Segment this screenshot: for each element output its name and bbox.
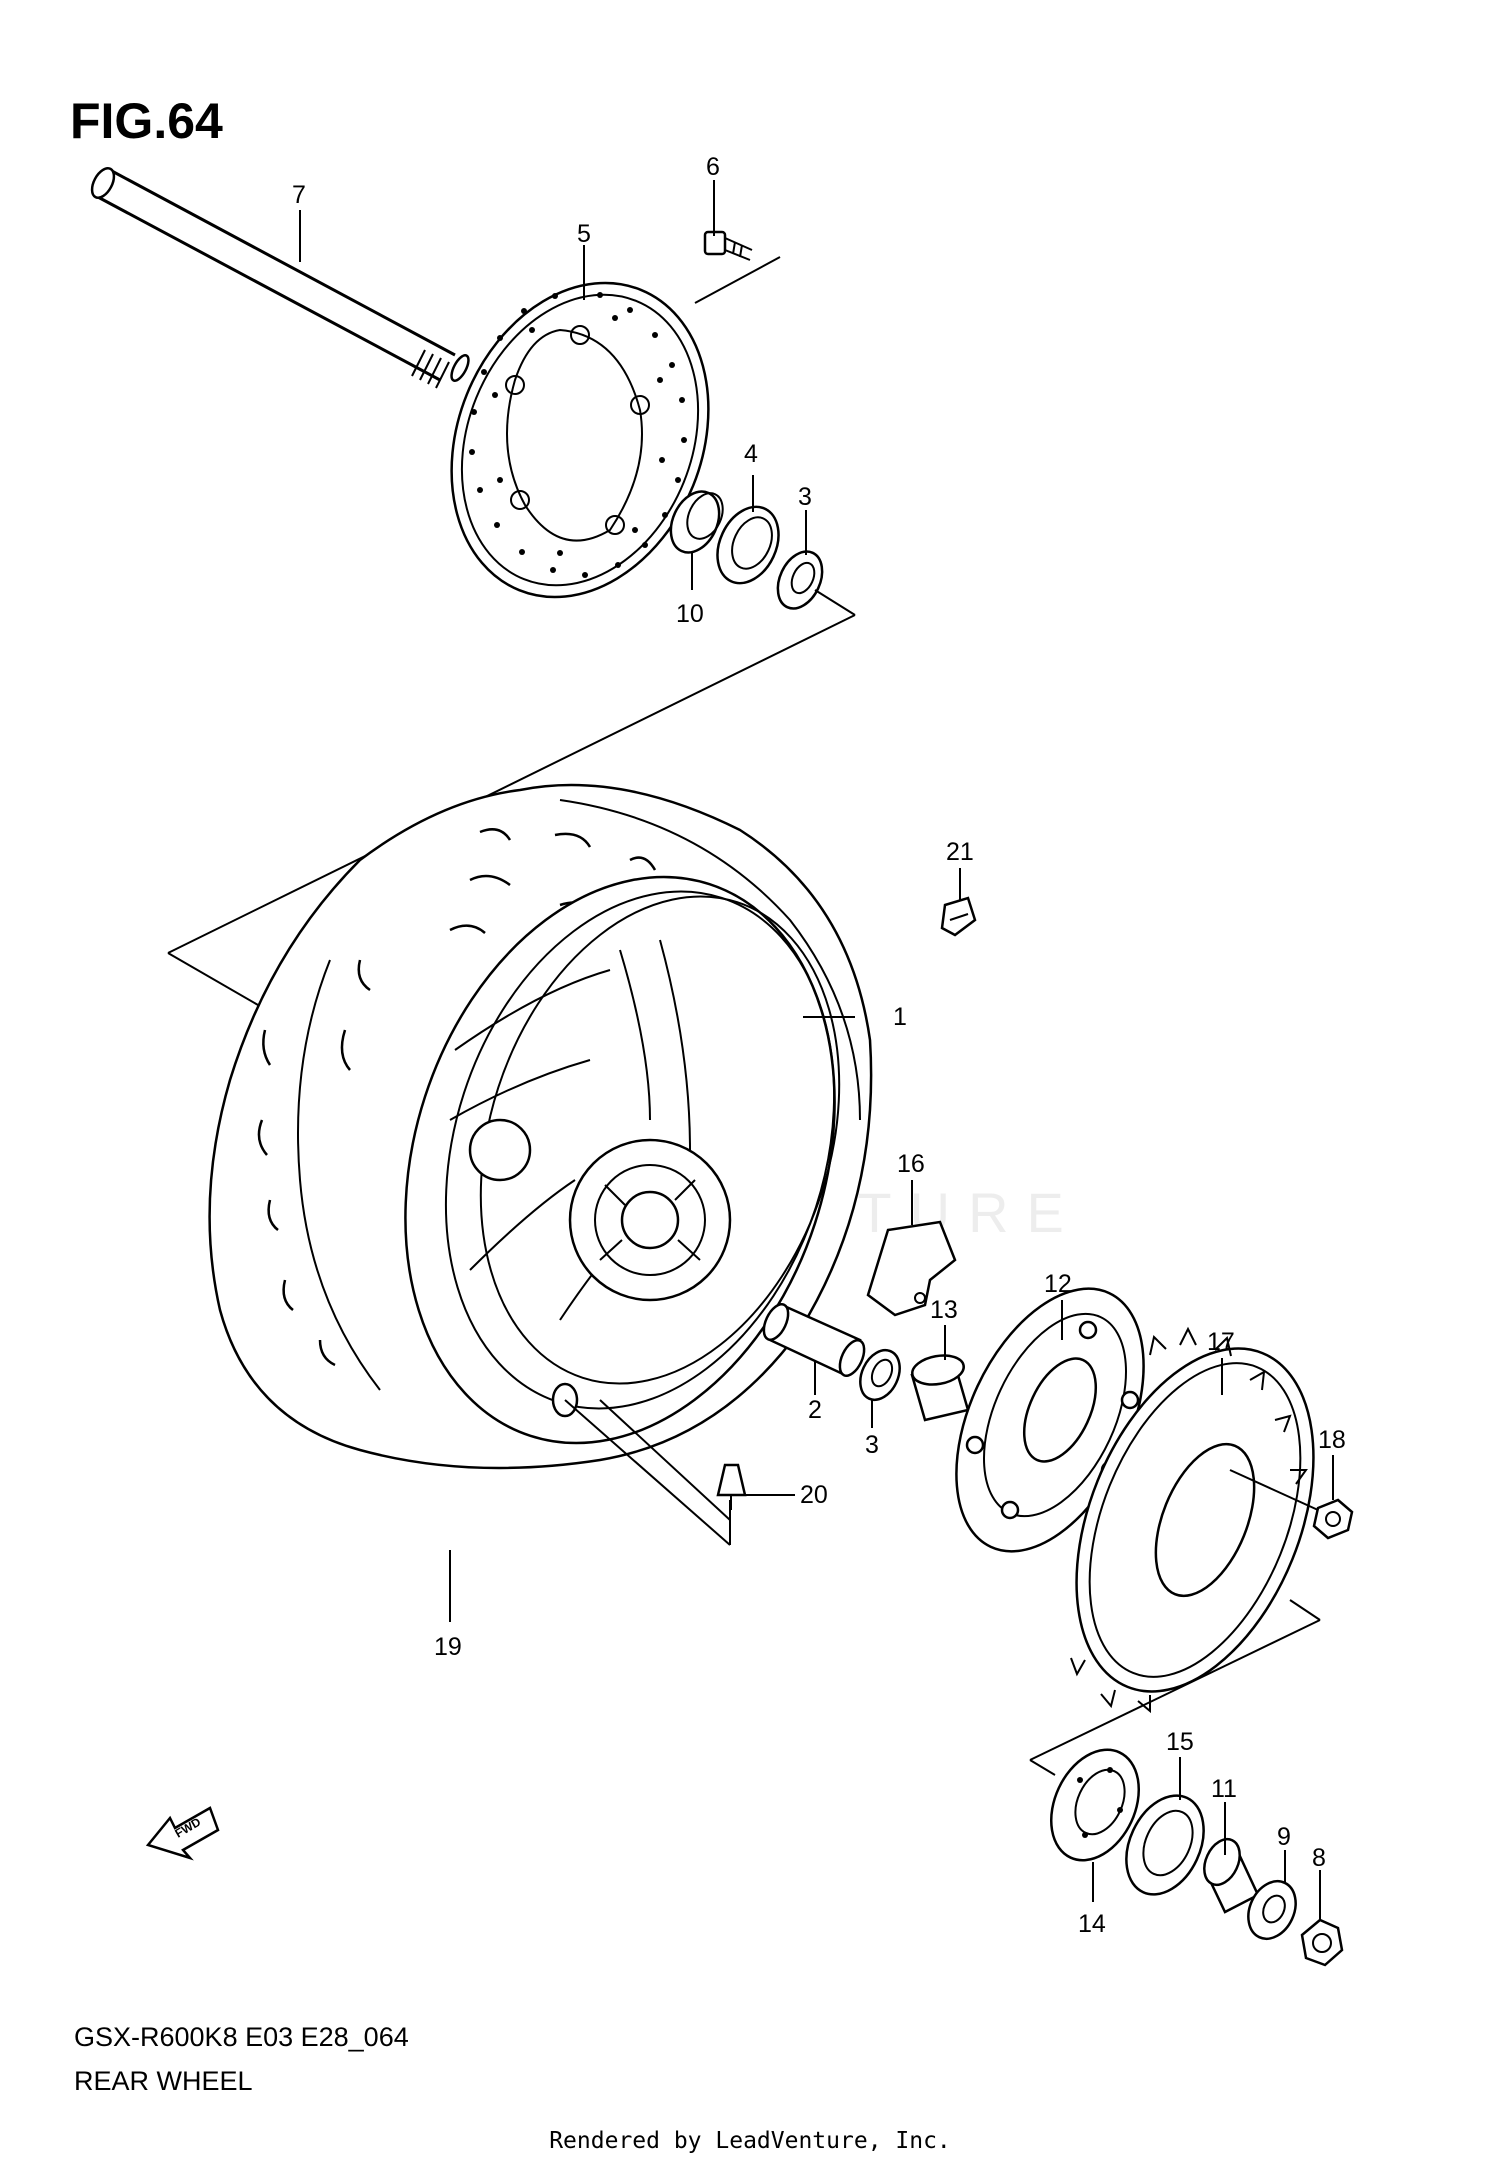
model-code: GSX-R600K8 E03 E28_064 — [74, 2022, 409, 2052]
callout-14: 14 — [1078, 1910, 1106, 1938]
callout-6: 6 — [706, 153, 720, 181]
callout-13: 13 — [930, 1296, 958, 1324]
nut-leader — [1229, 1469, 1319, 1511]
sprocket-mounting-drum — [955, 1287, 1145, 1553]
callout-1: 1 — [893, 1003, 907, 1031]
assembly-lines-upper — [167, 256, 856, 1006]
callout-16: 16 — [897, 1150, 925, 1178]
callout-17: 17 — [1207, 1328, 1235, 1356]
rear-axle — [90, 167, 470, 389]
axle-nut — [1300, 1918, 1344, 1967]
rear-sprocket — [1070, 1326, 1315, 1714]
callout-2: 2 — [808, 1396, 822, 1424]
chain-guide-bracket — [866, 1220, 957, 1317]
oil-seal — [716, 505, 780, 585]
callout-4: 4 — [744, 440, 758, 468]
callout-19: 19 — [434, 1633, 462, 1661]
cable-clip — [940, 896, 977, 937]
callout-3a: 3 — [798, 483, 812, 511]
callout-5: 5 — [577, 220, 591, 248]
callout-10: 10 — [676, 600, 704, 628]
hub-spacer — [762, 1303, 866, 1377]
sprocket-nut — [1312, 1498, 1354, 1540]
drum-spacer — [1203, 1837, 1260, 1914]
callout-8: 8 — [1312, 1844, 1326, 1872]
wheel-bearing-left — [776, 550, 824, 610]
callout-3b: 3 — [865, 1431, 879, 1459]
rear-wheel-rim — [404, 875, 841, 1445]
section-name: REAR WHEEL — [74, 2066, 253, 2096]
disc-bolt — [703, 230, 753, 261]
tire-valve — [716, 1463, 747, 1510]
callout-12: 12 — [1044, 1270, 1072, 1298]
valve-leader-2 — [599, 1399, 731, 1521]
sprocket-drum-collar — [910, 1354, 970, 1422]
callout-15: 15 — [1166, 1728, 1194, 1756]
figure-title: FIG.64 — [70, 93, 223, 149]
callout-11: 11 — [1211, 1775, 1237, 1803]
drum-oil-seal — [1125, 1794, 1205, 1896]
assembly-lines-lower — [1029, 1599, 1321, 1776]
brake-side-spacer — [669, 490, 724, 554]
wheel-bearing-right — [859, 1348, 901, 1402]
callout-20: 20 — [800, 1481, 828, 1509]
callout-18: 18 — [1318, 1426, 1346, 1454]
callout-labels: 1 2 3 3 4 5 6 7 8 9 10 11 12 13 14 15 16… — [292, 153, 1346, 1938]
axle-washer — [1247, 1880, 1297, 1940]
callout-leaders — [299, 180, 1334, 1920]
brake-disc — [450, 281, 710, 599]
callout-21: 21 — [946, 838, 974, 866]
forward-direction-arrow: FWD — [145, 1806, 220, 1861]
callout-7: 7 — [292, 181, 306, 209]
drum-bearing — [1049, 1748, 1141, 1862]
footer-credit: Rendered by LeadVenture, Inc. — [549, 2128, 951, 2154]
valve-leader — [564, 1399, 731, 1546]
callout-9: 9 — [1277, 1823, 1291, 1851]
